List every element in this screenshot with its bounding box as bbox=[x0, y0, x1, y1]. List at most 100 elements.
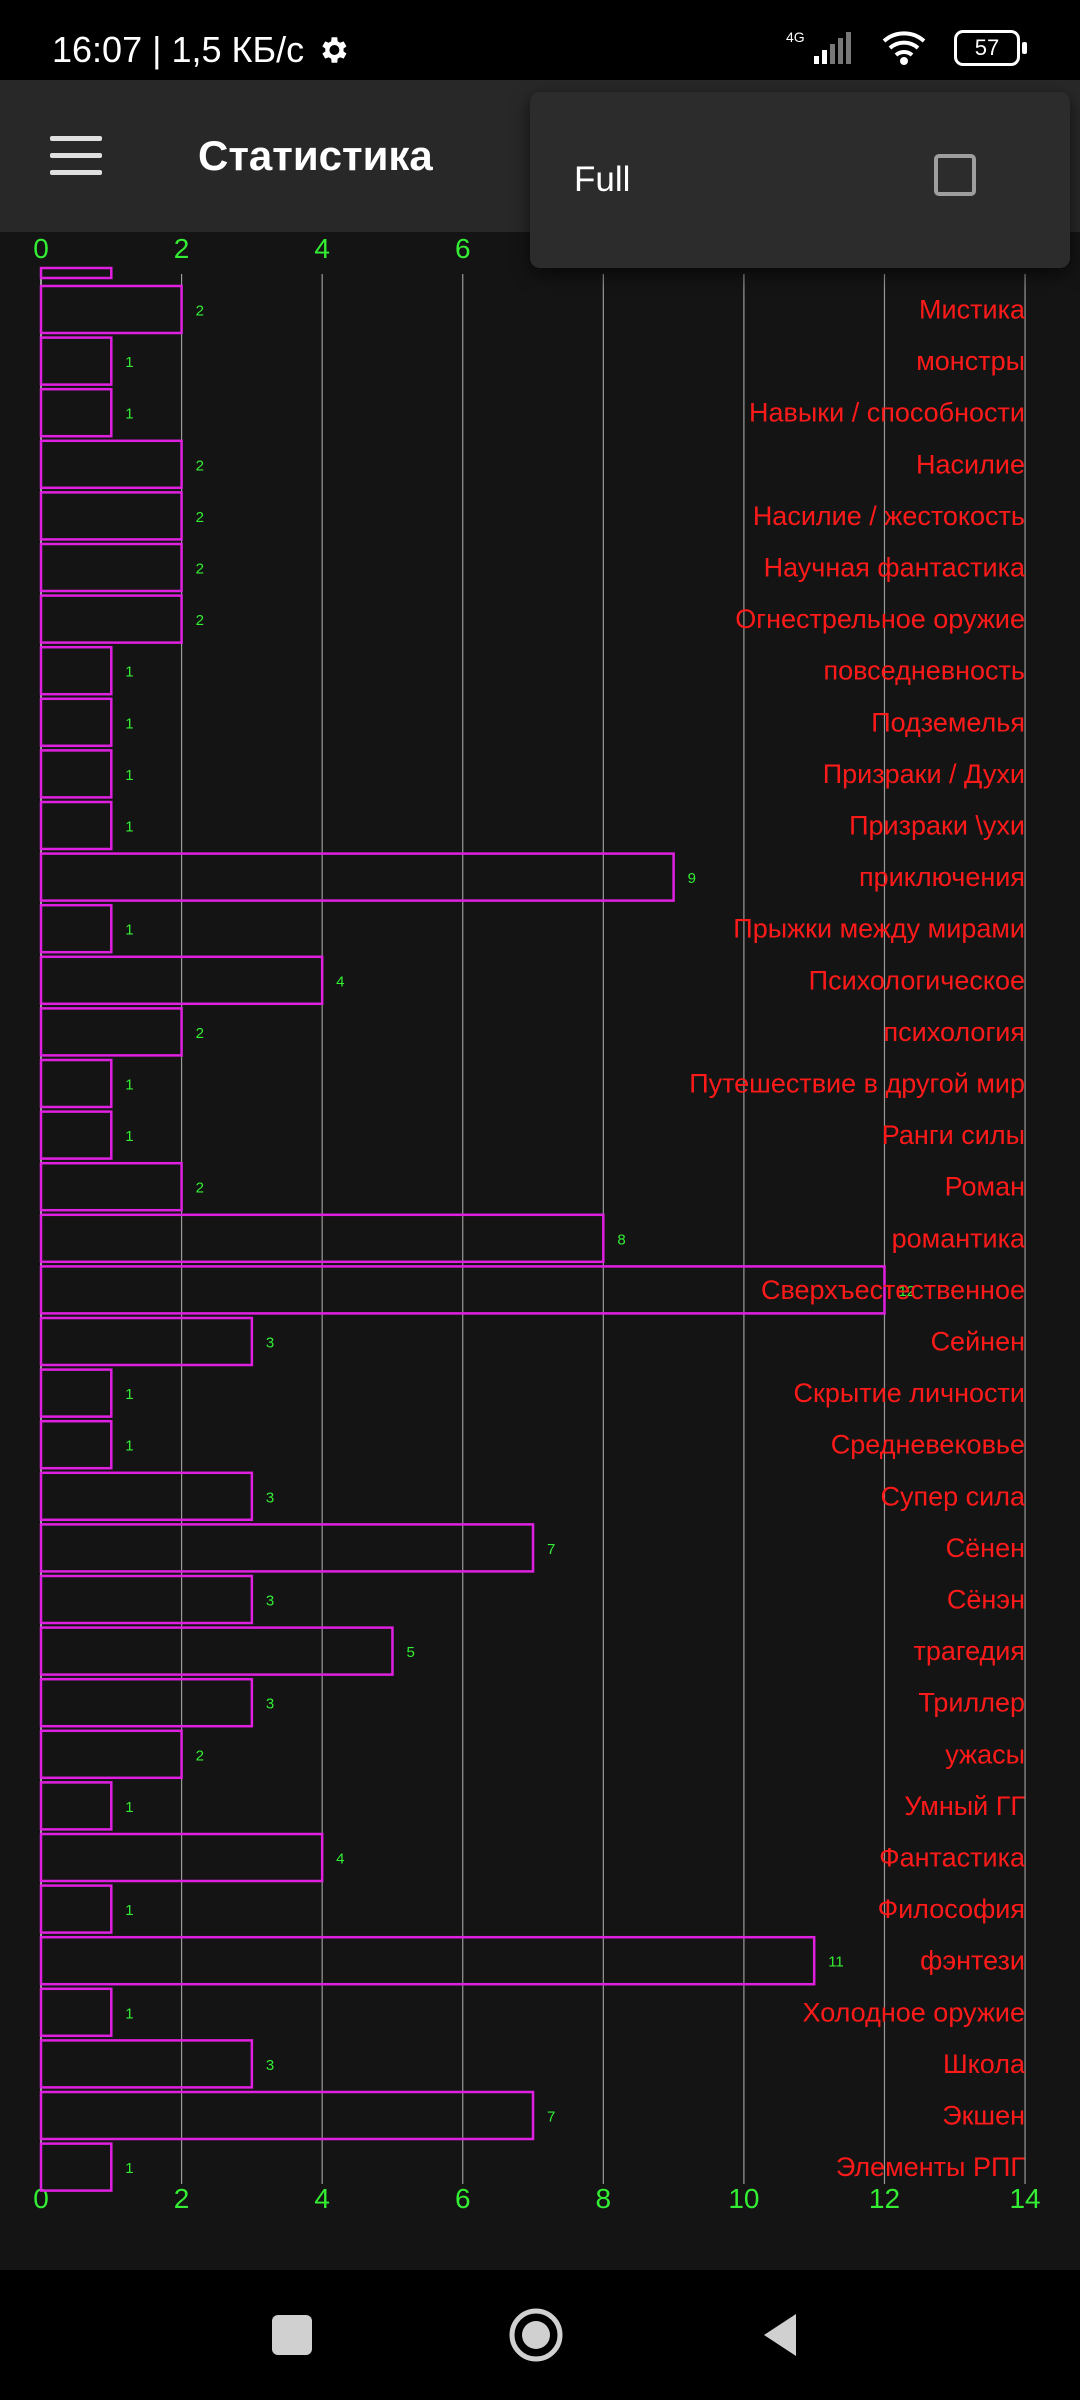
bar bbox=[39, 1729, 183, 1780]
category-label: Фантастика bbox=[879, 1843, 1026, 1873]
category-label: повседневность bbox=[824, 656, 1026, 686]
full-checkbox[interactable] bbox=[934, 154, 976, 196]
category-label: монстры bbox=[916, 346, 1025, 376]
category-label: Средневековье bbox=[831, 1430, 1025, 1460]
back-triangle-icon[interactable] bbox=[746, 2300, 816, 2370]
bar bbox=[39, 645, 113, 696]
category-label: Холодное оружие bbox=[803, 1997, 1026, 2027]
bar bbox=[39, 387, 113, 438]
recents-square-icon[interactable] bbox=[257, 2300, 327, 2370]
bar bbox=[39, 749, 113, 799]
category-label: Умный ГГ bbox=[904, 1791, 1025, 1821]
category-label: Супер сила bbox=[880, 1481, 1025, 1511]
bar-value-label: 2 bbox=[196, 561, 204, 578]
home-circle-icon[interactable] bbox=[501, 2300, 571, 2370]
status-left: 16:07 | 1,5 КБ/с bbox=[52, 0, 350, 100]
bar-value-label: 3 bbox=[266, 1696, 274, 1713]
bar-value-label: 1 bbox=[125, 819, 133, 836]
category-label: трагедия bbox=[913, 1636, 1025, 1666]
bar-value-label: 1 bbox=[125, 1128, 133, 1145]
bar-value-label: 2 bbox=[196, 303, 204, 320]
battery-level: 57 bbox=[974, 35, 1000, 60]
bar bbox=[39, 1935, 816, 1986]
category-label: Призраки / Духи bbox=[823, 759, 1025, 789]
bar bbox=[39, 697, 113, 748]
network-type: 4G bbox=[786, 29, 805, 45]
bar-value-label: 1 bbox=[125, 2160, 133, 2177]
bar bbox=[39, 1110, 113, 1160]
bar bbox=[39, 1574, 254, 1625]
bar-value-label: 9 bbox=[688, 870, 696, 887]
x-tick-bottom: 14 bbox=[1009, 2183, 1040, 2214]
x-tick-bottom: 12 bbox=[869, 2183, 900, 2214]
status-right: 4G 57 bbox=[784, 28, 1027, 68]
time-speed: 16:07 | 1,5 КБ/с bbox=[52, 29, 305, 70]
category-label: фэнтези bbox=[920, 1946, 1025, 1976]
status-bar: 16:07 | 1,5 КБ/с 4G 57 bbox=[0, 0, 1080, 80]
category-label: Триллер bbox=[918, 1688, 1025, 1718]
bar bbox=[39, 955, 324, 1006]
x-tick-top: 4 bbox=[314, 233, 330, 264]
bar-value-label: 1 bbox=[125, 1902, 133, 1919]
bar bbox=[39, 1523, 535, 1573]
bar bbox=[39, 2039, 254, 2089]
bar-value-label: 3 bbox=[266, 1335, 274, 1352]
bar-value-label: 2 bbox=[196, 509, 204, 526]
category-label: Роман bbox=[945, 1172, 1025, 1202]
bar-value-label: 3 bbox=[266, 1593, 274, 1610]
category-label: Путешествие в другой мир bbox=[689, 1069, 1025, 1099]
bar-value-label: 2 bbox=[196, 1747, 204, 1764]
x-tick-bottom: 2 bbox=[174, 2183, 190, 2214]
bar-value-label: 7 bbox=[547, 1541, 555, 1558]
bar-value-label: 1 bbox=[125, 767, 133, 784]
bar bbox=[39, 1677, 254, 1728]
category-label: Насилие bbox=[916, 449, 1025, 479]
bar bbox=[39, 1471, 254, 1522]
category-label: приключения bbox=[859, 862, 1025, 892]
category-label: Сёнен bbox=[946, 1533, 1025, 1563]
bar-value-label: 3 bbox=[266, 2057, 274, 2074]
category-label: Научная фантастика bbox=[764, 553, 1026, 583]
bar-value-label: 8 bbox=[617, 1231, 625, 1248]
category-label: Огнестрельное оружие bbox=[735, 604, 1025, 634]
bar-value-label: 2 bbox=[196, 1025, 204, 1042]
bar-value-label: 3 bbox=[266, 1489, 274, 1506]
category-label: Подземелья bbox=[871, 707, 1025, 737]
bar-value-label: 2 bbox=[196, 612, 204, 629]
x-tick-bottom: 4 bbox=[314, 2183, 330, 2214]
wifi-icon bbox=[882, 31, 926, 65]
bar-value-label: 2 bbox=[196, 1180, 204, 1197]
bar-value-label: 11 bbox=[828, 1954, 844, 1971]
bar-value-label: 1 bbox=[125, 354, 133, 371]
category-label: Экшен bbox=[942, 2101, 1025, 2131]
bar-chart: 00224466881010121214142Мистика1монстры1Н… bbox=[33, 233, 1040, 2214]
bar-value-label: 1 bbox=[125, 1386, 133, 1403]
x-tick-bottom: 10 bbox=[728, 2183, 759, 2214]
bar bbox=[39, 542, 183, 593]
x-tick-top: 2 bbox=[174, 233, 190, 264]
bar bbox=[39, 1419, 113, 1470]
x-tick-bottom: 6 bbox=[455, 2183, 471, 2214]
bar bbox=[39, 594, 183, 644]
hamburger-menu-icon[interactable] bbox=[40, 126, 112, 186]
bar bbox=[39, 1832, 324, 1883]
x-tick-top: 0 bbox=[33, 233, 49, 264]
category-label: Философия bbox=[878, 1894, 1025, 1924]
x-tick-bottom: 8 bbox=[596, 2183, 612, 2214]
category-label: романтика bbox=[892, 1223, 1026, 1253]
category-label: Прыжки между мирами bbox=[733, 914, 1025, 944]
bar bbox=[39, 336, 113, 386]
category-label: Школа bbox=[943, 2049, 1026, 2079]
bar bbox=[39, 1626, 394, 1676]
bar bbox=[39, 1007, 183, 1057]
signal-icon: 4G bbox=[786, 29, 851, 64]
bar-value-label: 7 bbox=[547, 2109, 555, 2126]
gear-icon bbox=[322, 37, 347, 63]
bar bbox=[39, 1213, 605, 1264]
bar-value-label: 1 bbox=[125, 1438, 133, 1455]
bar bbox=[39, 800, 113, 851]
bar-value-label: 1 bbox=[125, 406, 133, 423]
bar-value-label: 1 bbox=[125, 922, 133, 939]
category-label: Психологическое bbox=[809, 965, 1025, 995]
bar bbox=[39, 1884, 113, 1934]
